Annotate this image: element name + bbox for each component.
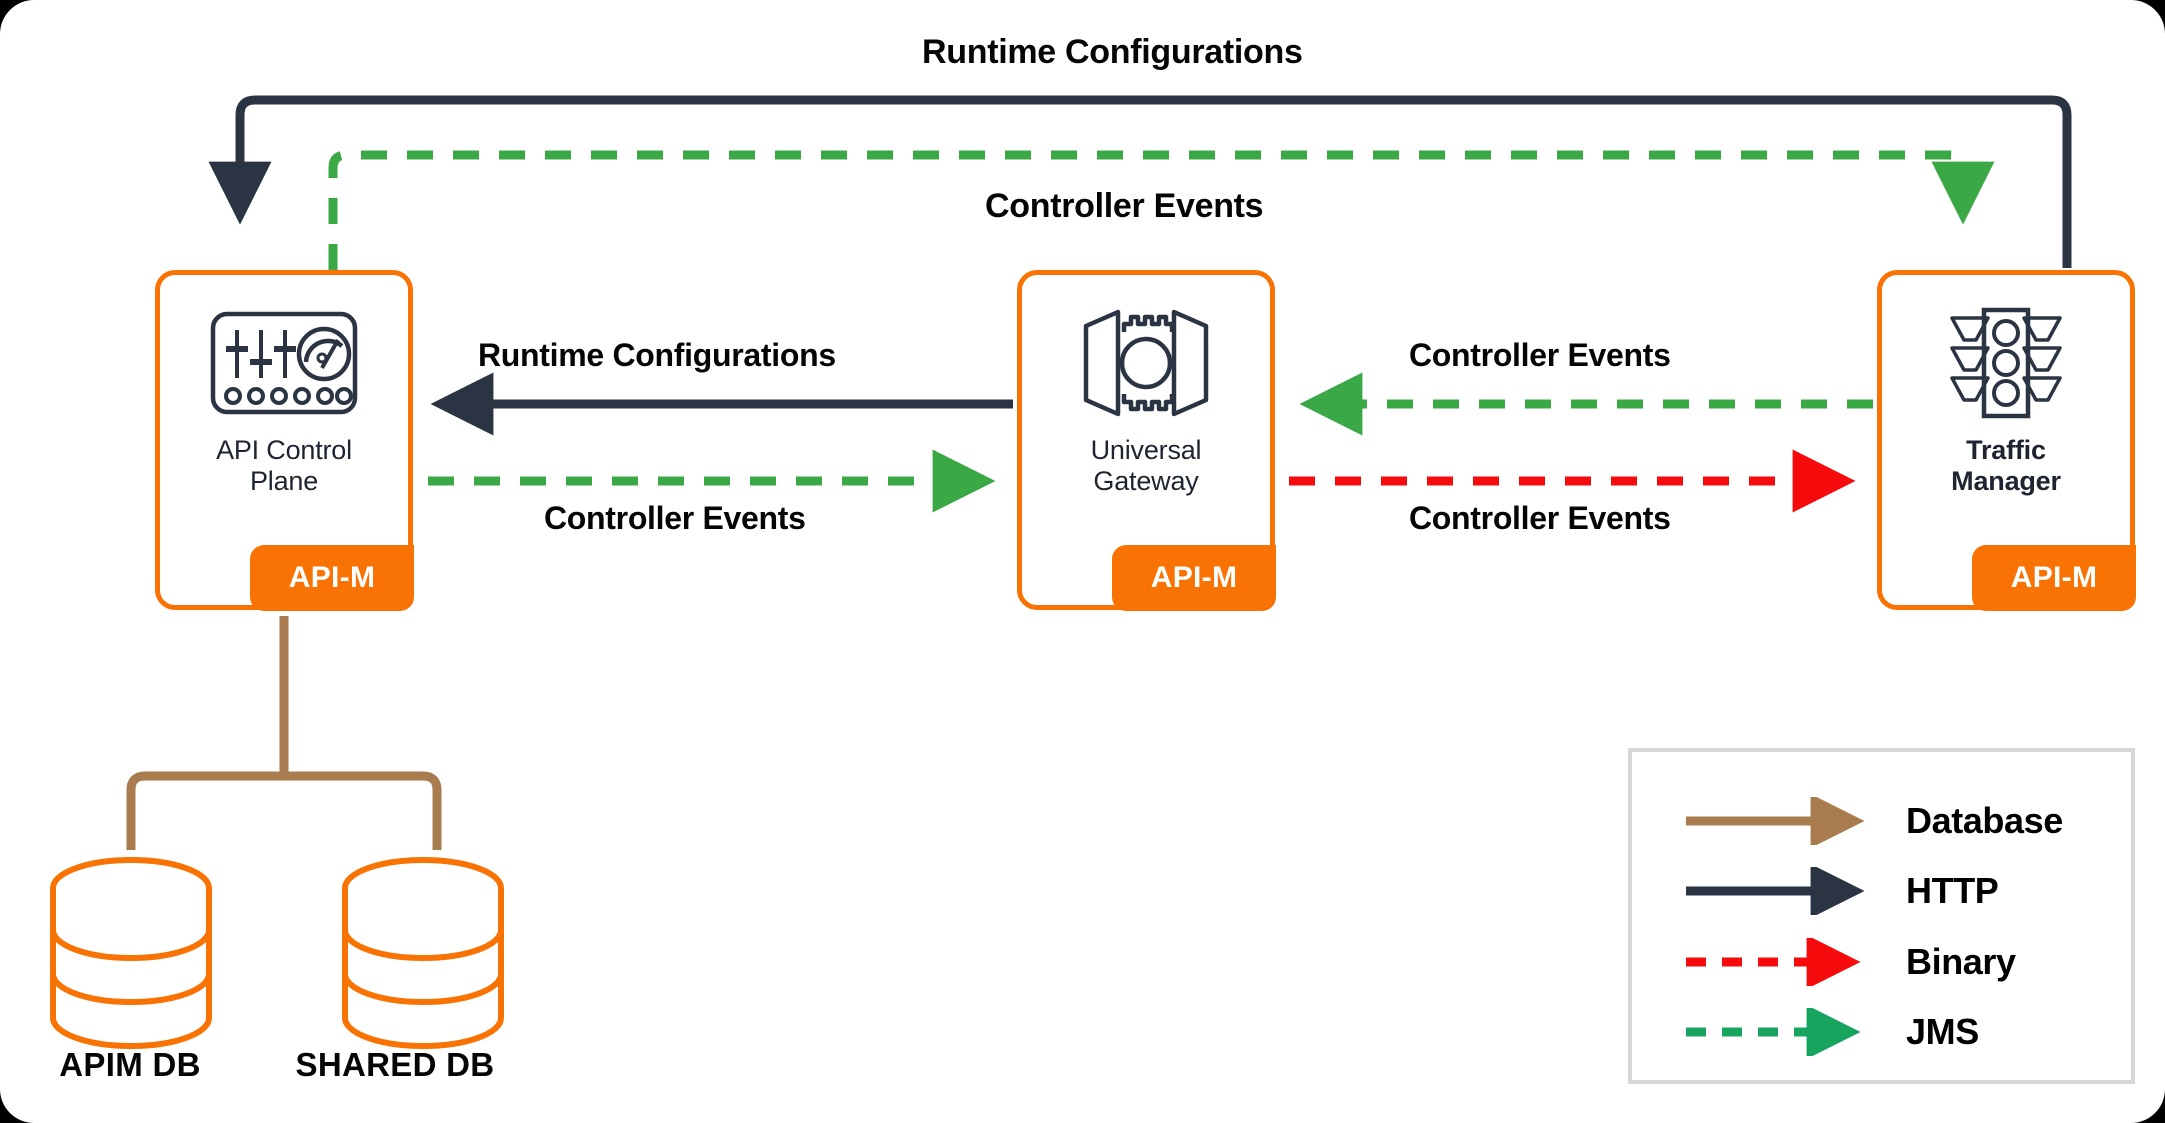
edge-label-controller-events-top: Controller Events [985, 187, 1264, 225]
badge-api-m: API-M [1972, 545, 2136, 611]
legend-swatch-jms [1686, 1008, 1861, 1056]
node-universal-gateway[interactable]: Universal Gateway API-M [1017, 270, 1276, 611]
edge-label-controller-events-acp-ug: Controller Events [544, 500, 806, 536]
node-api-control-plane[interactable]: API Control Plane API-M [155, 270, 414, 611]
edge-acp-to-databases [126, 616, 442, 850]
legend-label-binary: Binary [1906, 941, 2016, 982]
node-label-api-control-plane: API Control Plane [160, 435, 408, 498]
node-label-line2: Manager [1951, 466, 2061, 497]
edge-label-runtime-configurations-middle: Runtime Configurations [478, 337, 836, 373]
node-label-universal-gateway: Universal Gateway [1022, 435, 1270, 498]
node-label-line2: Gateway [1093, 466, 1199, 497]
node-traffic-manager[interactable]: Traffic Manager API-M [1877, 270, 2136, 611]
database-label-apim-db: APIM DB [59, 1046, 201, 1083]
legend-swatch-database [1686, 797, 1865, 845]
node-label-line1: Traffic [1966, 435, 2046, 465]
legend-label-database: Database [1906, 800, 2063, 841]
node-label-line1: Universal [1090, 435, 1202, 465]
database-cylinder-icon-apim[interactable] [50, 857, 212, 1049]
legend-item-http: HTTP [1680, 867, 1999, 915]
edge-tm-to-acp-http [208, 95, 2072, 268]
badge-api-m: API-M [1112, 545, 1276, 611]
legend-item-binary: Binary [1680, 938, 2016, 986]
edge-label-runtime-configurations-top: Runtime Configurations [922, 33, 1303, 71]
database-label-shared-db: SHARED DB [295, 1046, 495, 1083]
node-label-line2: Plane [249, 466, 319, 497]
gateway-gear-icon [1022, 303, 1270, 423]
node-label-line1: API Control [216, 435, 352, 465]
legend-swatch-http [1686, 867, 1865, 915]
edge-label-controller-events-tm-ug: Controller Events [1409, 337, 1671, 373]
node-label-traffic-manager: Traffic Manager [1882, 435, 2130, 498]
legend-label-http: HTTP [1906, 870, 1999, 911]
legend-item-database: Database [1680, 797, 2063, 845]
control-panel-icon [160, 303, 408, 423]
legend-label-jms: JMS [1906, 1011, 1979, 1052]
database-cylinder-icon-shared[interactable] [342, 857, 504, 1049]
legend-item-jms: JMS [1680, 1008, 1979, 1056]
badge-api-m: API-M [250, 545, 414, 611]
edge-acp-to-tm-jms [328, 150, 1995, 270]
edge-label-controller-events-ug-tm: Controller Events [1409, 500, 1671, 536]
legend-swatch-binary [1686, 938, 1861, 986]
traffic-light-icon [1882, 303, 2130, 423]
legend-box: Database HTTP Binary [1628, 748, 2135, 1084]
